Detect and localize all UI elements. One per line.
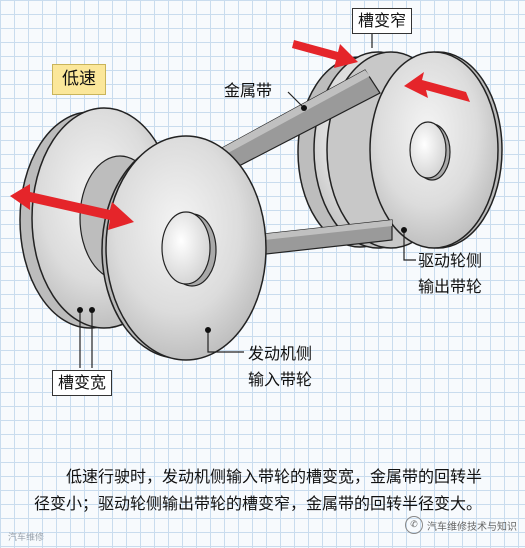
cvt-diagram	[10, 30, 503, 368]
leader-dot-input	[205, 327, 211, 333]
watermark-left: 汽车维修	[8, 533, 45, 543]
output-pulley-label-line2: 输出带轮	[418, 277, 483, 296]
arrow-groove-wide	[10, 184, 134, 230]
arrow-groove-narrow-right	[404, 72, 470, 102]
leader-dot-wide-1	[77, 307, 83, 313]
groove-narrow-label: 槽变窄	[352, 8, 413, 34]
leader-dot-output	[401, 227, 407, 233]
metal-belt-label: 金属带	[224, 81, 273, 100]
groove-wide-label: 槽变宽	[52, 370, 113, 396]
caption-text: 低速行驶时，发动机侧输入带轮的槽变宽，金属带的回转半径变小；驱动轮侧输出带轮的槽…	[34, 467, 483, 513]
input-pulley-label-line2: 输入带轮	[248, 370, 313, 389]
leader-lines	[79, 30, 416, 368]
mode-label: 低速	[52, 64, 106, 95]
output-pulley-label-line1: 驱动轮侧	[418, 251, 483, 270]
wechat-icon: ✆	[405, 516, 423, 534]
watermark-right-text: 汽车维修技术与知识	[427, 521, 517, 533]
watermark-right: ✆ 汽车维修技术与知识	[405, 516, 517, 534]
leader-dot-belt	[301, 105, 307, 111]
input-pulley-label-line1: 发动机侧	[248, 344, 313, 363]
output-pulley	[297, 51, 503, 249]
arrow-groove-narrow-left	[292, 40, 358, 68]
leader-dot-wide-2	[89, 307, 95, 313]
